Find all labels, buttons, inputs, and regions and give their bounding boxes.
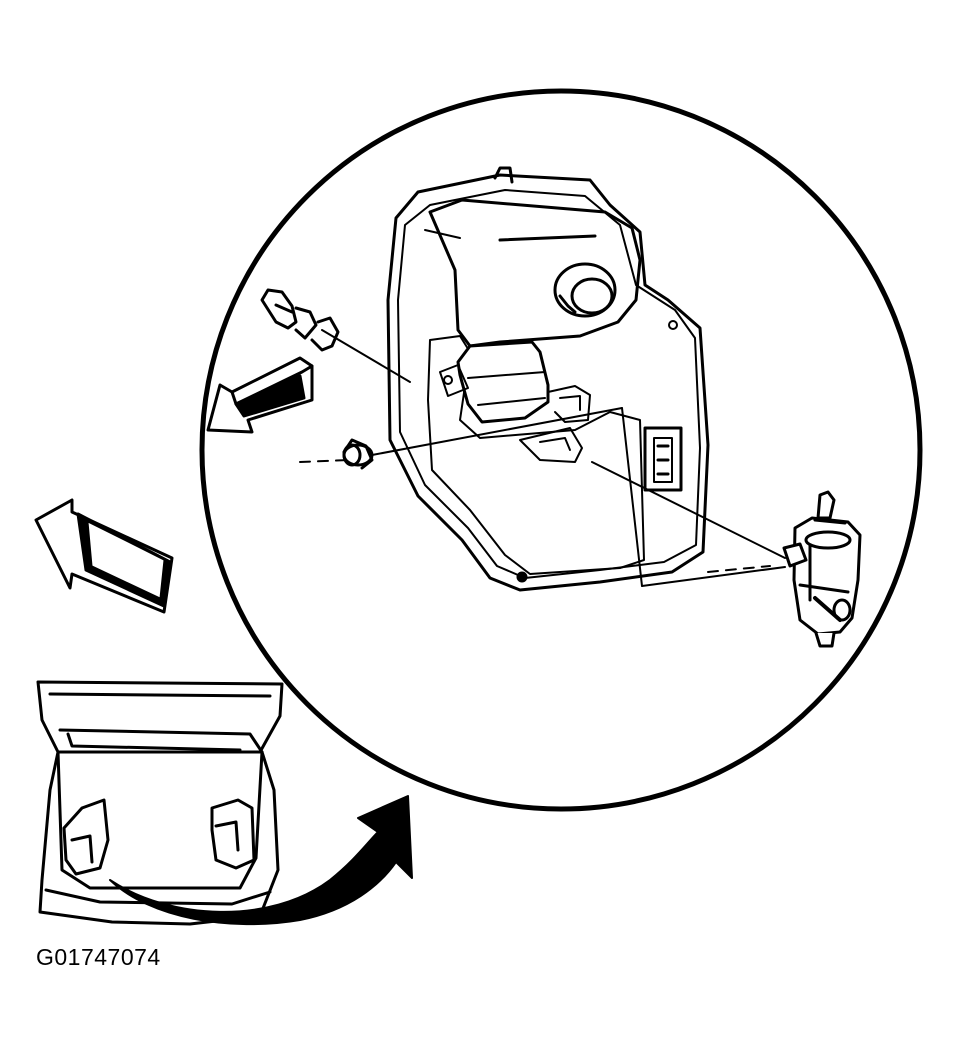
- bulb-socket: [553, 262, 617, 318]
- grommet: [342, 438, 374, 470]
- bulb-clip: [260, 288, 340, 352]
- leader-lines: [299, 329, 786, 587]
- vehicle-rear: [36, 680, 284, 926]
- actuator: [782, 490, 862, 648]
- removal-arrow-outer: [34, 498, 174, 614]
- lamp-housing: [386, 166, 710, 592]
- detail-circle: [199, 88, 923, 812]
- callout-curved-arrow: [109, 795, 413, 926]
- removal-arrow-inner: [206, 356, 314, 434]
- figure-id-label: G01747074: [36, 944, 161, 970]
